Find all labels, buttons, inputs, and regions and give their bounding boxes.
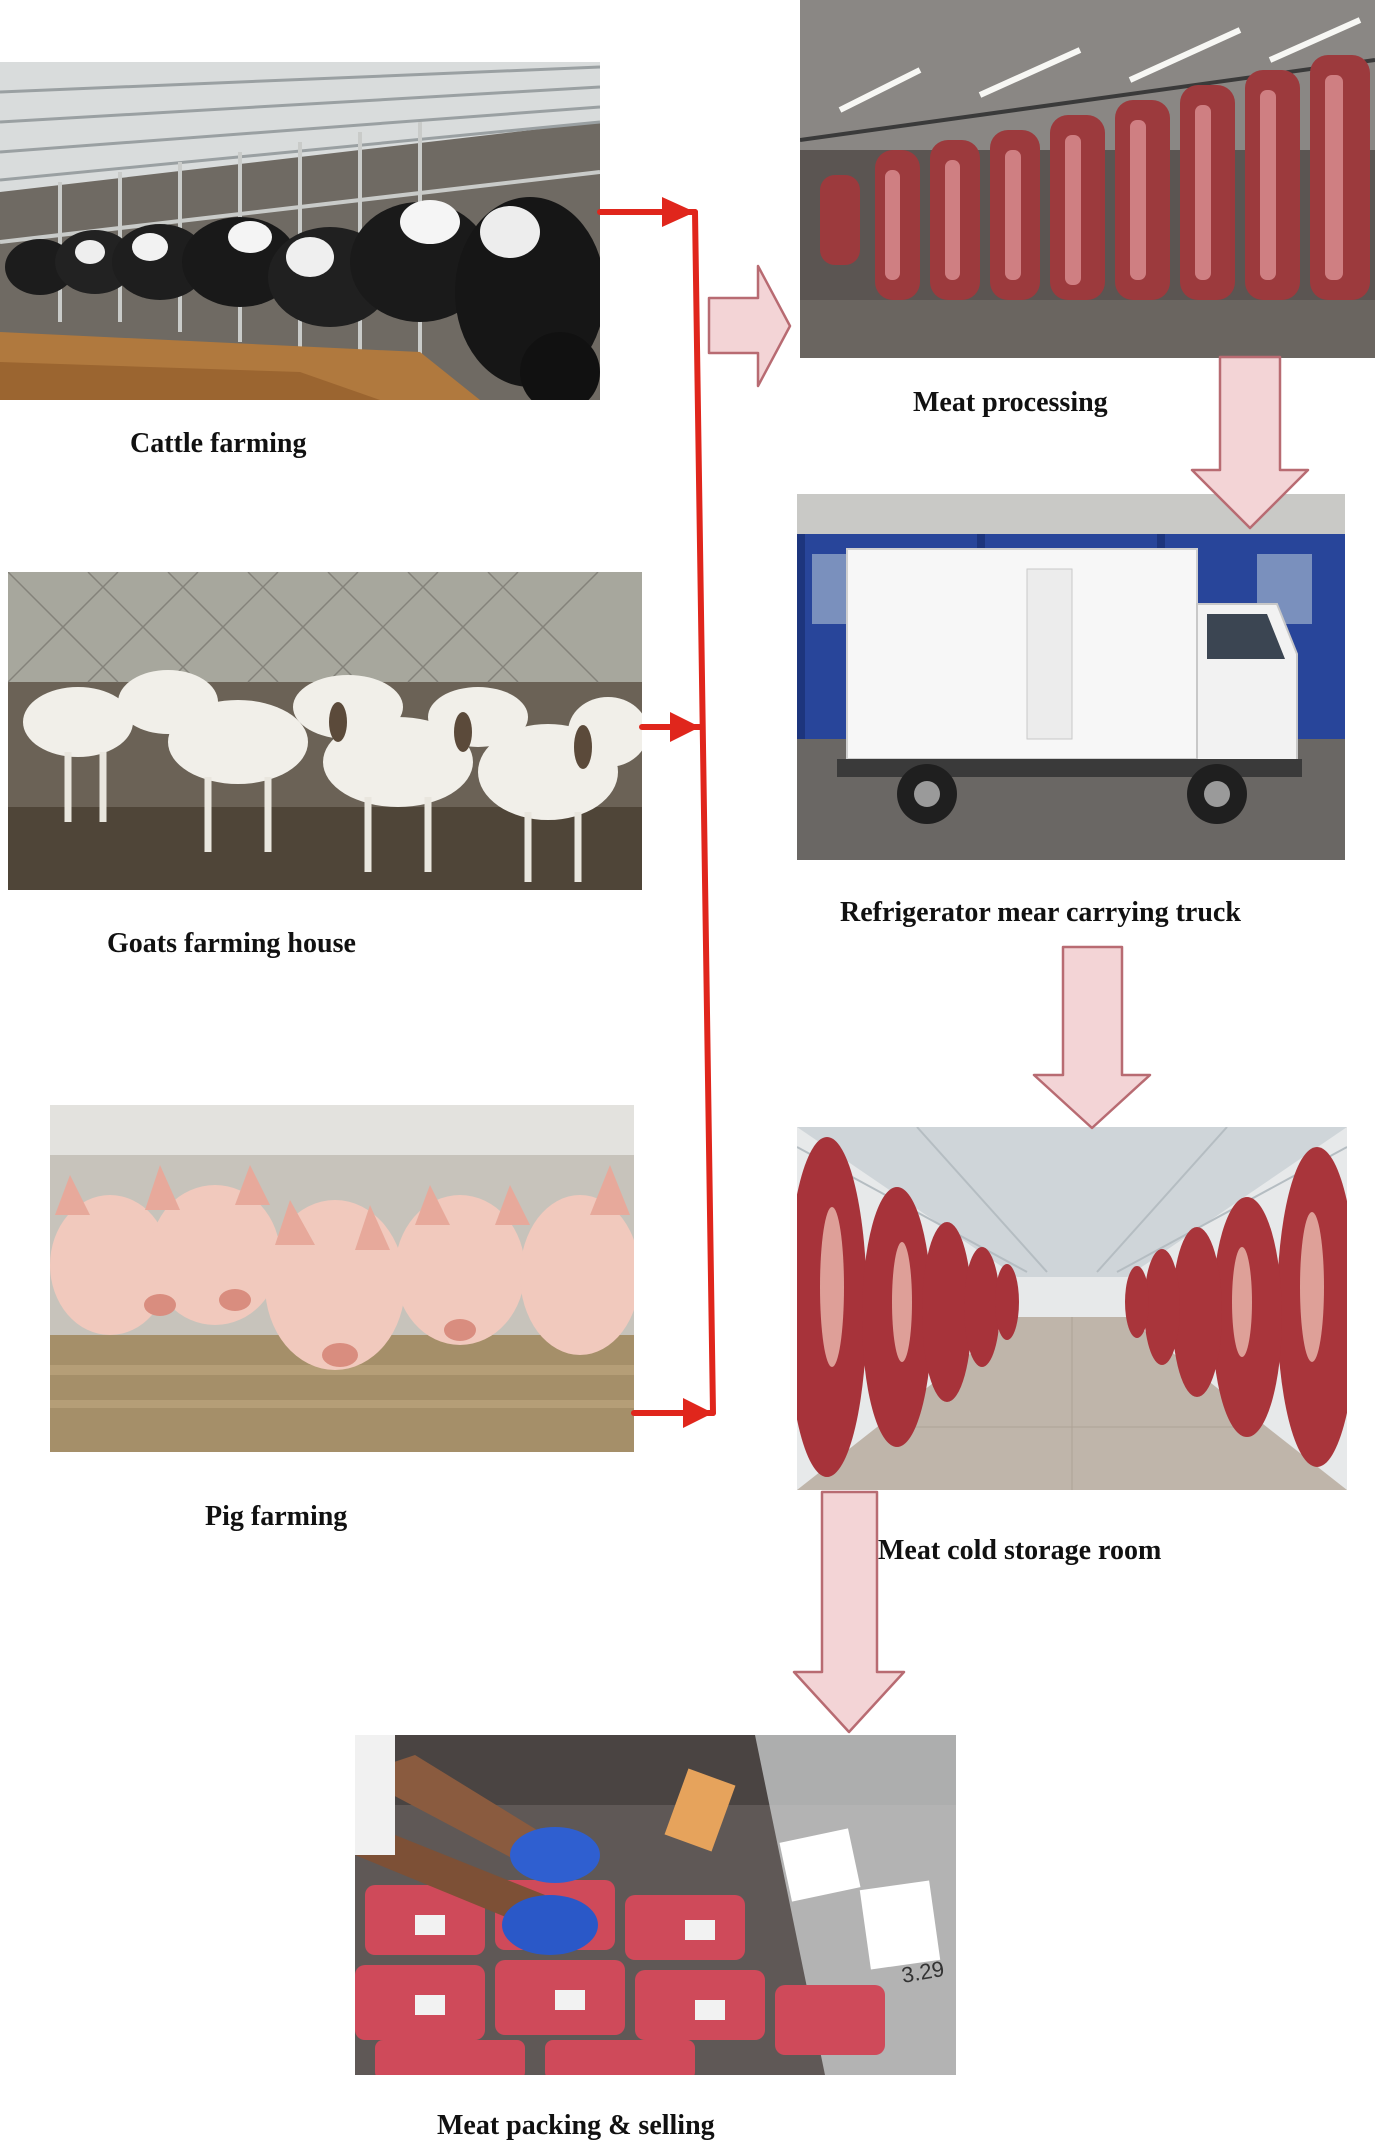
red-arrowhead-goats (670, 712, 700, 742)
refrigerator-truck-photo (797, 494, 1345, 860)
cattle-farming-photo (0, 62, 600, 400)
caption-cattle-farming: Cattle farming (130, 428, 307, 459)
meat-packing-photo: 3.29 (355, 1735, 956, 2075)
meat-cold-storage-photo (797, 1127, 1347, 1490)
red-arrowhead-cattle (662, 197, 695, 227)
flow-arrow-to-processing (707, 264, 792, 388)
meat-processing-photo (800, 0, 1375, 358)
caption-meat-cold-storage: Meat cold storage room (878, 1535, 1162, 1566)
flow-arrow-to-packing (792, 1490, 906, 1734)
pig-farming-photo (50, 1105, 634, 1452)
goats-farming-photo (8, 572, 642, 890)
flow-arrow-to-storage (1032, 945, 1152, 1130)
caption-goats-farming-house: Goats farming house (107, 928, 356, 959)
red-arrowhead-pigs (683, 1398, 713, 1428)
caption-meat-processing: Meat processing (913, 387, 1108, 418)
caption-pig-farming: Pig farming (205, 1501, 348, 1532)
caption-refrigerator-truck: Refrigerator mear carrying truck (840, 897, 1241, 928)
caption-meat-packing-selling: Meat packing & selling (437, 2110, 715, 2141)
